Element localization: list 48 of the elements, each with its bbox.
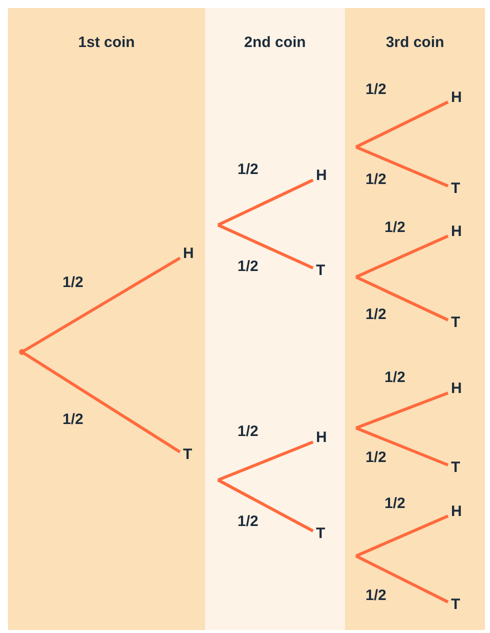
column-heading: 3rd coin [384, 34, 446, 51]
tree-branch [21, 256, 181, 354]
probability-label: 1/2 [366, 307, 386, 323]
probability-label: 1/2 [238, 514, 258, 530]
outcome-label: T [451, 597, 460, 613]
outcome-label: T [451, 315, 460, 331]
column-band [345, 8, 485, 630]
probability-label: 1/2 [62, 412, 84, 428]
tree-branch [355, 146, 449, 188]
outcome-label: T [316, 526, 326, 542]
probability-label: 1/2 [366, 172, 386, 188]
outcome-label: T [316, 263, 326, 279]
probability-label: 1/2 [384, 370, 406, 386]
tree-branch [355, 554, 449, 604]
tree-branch [355, 426, 449, 466]
tree-branch [217, 224, 314, 270]
probability-label: 1/2 [384, 220, 406, 236]
tree-branch [355, 234, 449, 278]
tree-branch [21, 350, 181, 454]
tree-branch [217, 478, 314, 532]
outcome-label: H [451, 90, 462, 106]
tree-branch [217, 440, 314, 482]
outcome-label: H [183, 246, 194, 262]
column-heading: 1st coin [77, 34, 136, 51]
probability-label: 1/2 [238, 162, 258, 178]
probability-label: 1/2 [62, 275, 84, 291]
column-band [205, 8, 345, 630]
outcome-label: T [451, 181, 460, 197]
probability-label: 1/2 [238, 259, 258, 275]
tree-branch [355, 276, 449, 322]
probability-label: 1/2 [238, 424, 258, 440]
probability-label: 1/2 [366, 82, 386, 98]
outcome-label: T [451, 460, 460, 476]
outcome-label: H [451, 381, 462, 397]
outcome-label: H [316, 168, 327, 184]
tree-branch [355, 514, 449, 558]
probability-label: 1/2 [366, 450, 386, 466]
outcome-label: H [451, 224, 462, 240]
outcome-label: H [451, 504, 462, 520]
outcome-label: T [183, 447, 192, 463]
column-band [8, 8, 205, 630]
probability-label: 1/2 [366, 588, 386, 604]
probability-label: 1/2 [384, 496, 406, 512]
tree-branch [355, 392, 449, 430]
outcome-label: H [316, 430, 327, 446]
tree-branch [217, 178, 314, 226]
column-heading: 2nd coin [243, 34, 307, 51]
tree-branch [355, 100, 449, 148]
